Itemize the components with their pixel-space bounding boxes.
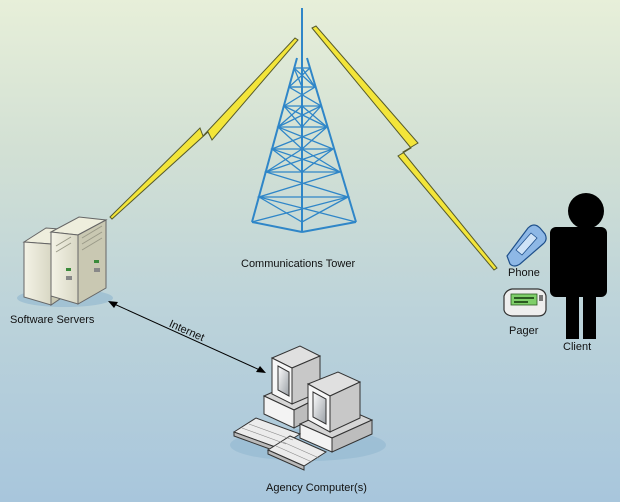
phone-label: Phone [508,267,540,279]
pager-label: Pager [509,325,539,337]
communications-tower-icon [251,8,357,233]
tower-label: Communications Tower [241,258,356,270]
wireless-link-tower-client [311,25,498,271]
wireless-link-servers-tower [109,37,299,220]
phone-icon [506,224,547,267]
client-label: Client [563,341,592,353]
client-person-icon [550,193,607,339]
agency-computers-icon [230,345,386,471]
agency-label: Agency Computer(s) [266,482,367,494]
pager-icon [503,288,547,317]
software-servers-icon [17,216,113,307]
servers-label: Software Servers [10,314,95,326]
internet-link [108,301,266,373]
